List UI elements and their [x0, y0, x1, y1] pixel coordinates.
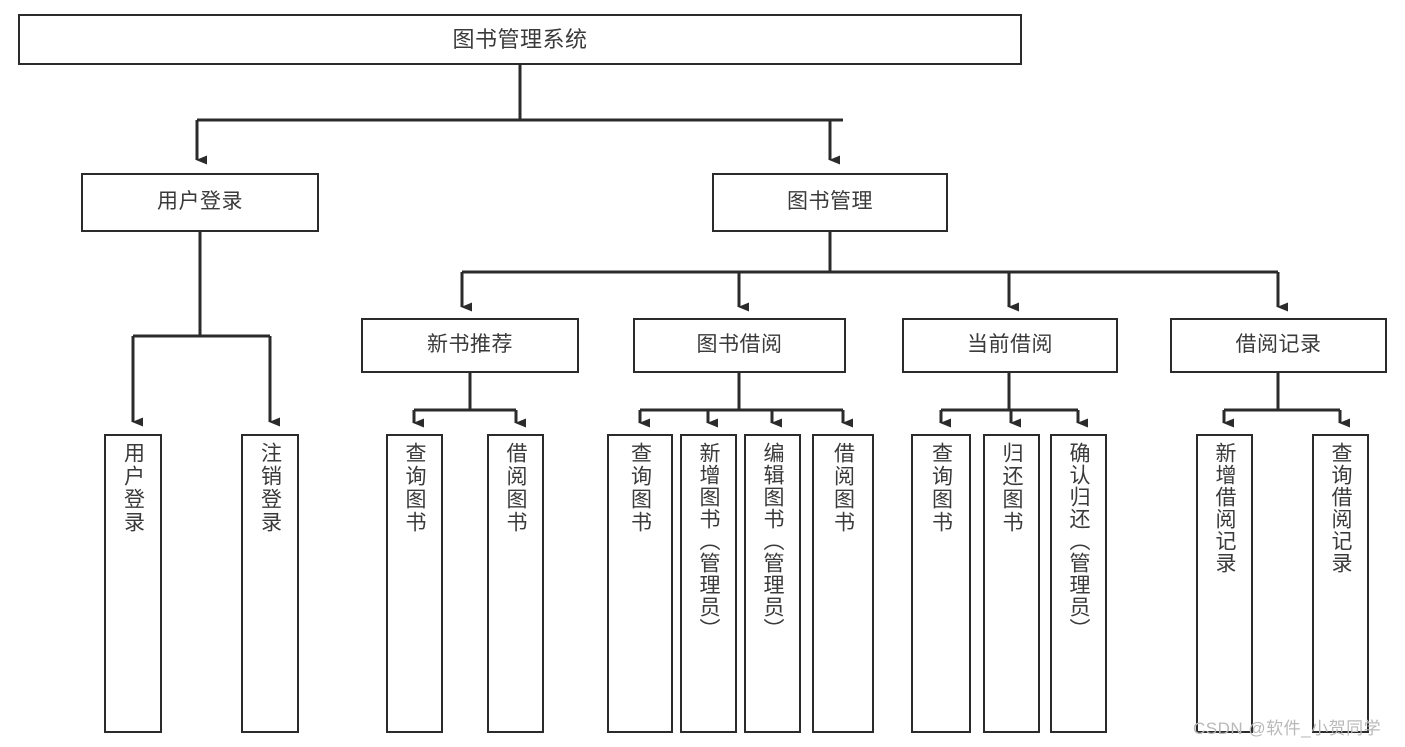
node-leaf-rec-query-book-label: 查询图书	[403, 442, 426, 534]
node-leaf-user-login[interactable]: 用户登录	[104, 434, 162, 733]
node-leaf-borrow-edit-book-label: 编辑图书（管理员）	[761, 442, 784, 640]
node-borrow-record[interactable]: 借阅记录	[1170, 318, 1387, 373]
node-leaf-user-logout-label: 注销登录	[258, 442, 282, 534]
node-root-label: 图书管理系统	[452, 26, 588, 52]
node-leaf-borrow-borrow-book[interactable]: 借阅图书	[812, 434, 874, 733]
node-root[interactable]: 图书管理系统	[18, 14, 1022, 65]
node-current-borrow-label: 当前借阅	[967, 333, 1053, 357]
node-user-login[interactable]: 用户登录	[81, 173, 319, 232]
node-book-manage[interactable]: 图书管理	[712, 173, 948, 232]
node-leaf-rec-query-record-label: 查询借阅记录	[1329, 442, 1352, 574]
node-leaf-user-logout[interactable]: 注销登录	[241, 434, 299, 733]
node-current-borrow[interactable]: 当前借阅	[902, 318, 1118, 373]
node-leaf-cur-return-book-label: 归还图书	[1000, 442, 1023, 534]
csdn-watermark: CSDN @软件_小贺同学	[1193, 719, 1382, 738]
node-leaf-borrow-borrow-book-label: 借阅图书	[831, 442, 855, 534]
node-leaf-user-login-label: 用户登录	[121, 442, 145, 534]
node-leaf-rec-add-record-label: 新增借阅记录	[1213, 442, 1236, 574]
node-book-borrow-label: 图书借阅	[696, 333, 783, 357]
node-leaf-cur-query-book-label: 查询图书	[929, 442, 953, 534]
node-leaf-borrow-query-book[interactable]: 查询图书	[607, 434, 673, 733]
node-leaf-cur-confirm-return-label: 确认归还（管理员）	[1067, 442, 1090, 640]
node-user-login-label: 用户登录	[157, 190, 243, 214]
node-leaf-cur-confirm-return[interactable]: 确认归还（管理员）	[1050, 434, 1107, 733]
node-leaf-rec-add-record[interactable]: 新增借阅记录	[1196, 434, 1253, 733]
node-leaf-cur-query-book[interactable]: 查询图书	[911, 434, 971, 733]
node-borrow-record-label: 借阅记录	[1235, 333, 1322, 357]
node-leaf-cur-return-book[interactable]: 归还图书	[983, 434, 1040, 733]
node-leaf-rec-query-record[interactable]: 查询借阅记录	[1312, 434, 1369, 733]
node-book-borrow[interactable]: 图书借阅	[633, 318, 846, 373]
node-new-book-rec[interactable]: 新书推荐	[361, 318, 579, 373]
node-new-book-rec-label: 新书推荐	[427, 333, 513, 357]
node-leaf-rec-query-book[interactable]: 查询图书	[386, 434, 443, 733]
node-leaf-rec-borrow-book[interactable]: 借阅图书	[487, 434, 544, 733]
node-leaf-borrow-add-book-label: 新增图书（管理员）	[697, 442, 720, 640]
node-leaf-borrow-edit-book[interactable]: 编辑图书（管理员）	[744, 434, 801, 733]
node-book-manage-label: 图书管理	[787, 190, 873, 214]
node-leaf-rec-borrow-book-label: 借阅图书	[504, 442, 527, 534]
node-leaf-borrow-add-book[interactable]: 新增图书（管理员）	[680, 434, 737, 733]
node-leaf-borrow-query-book-label: 查询图书	[628, 442, 652, 534]
